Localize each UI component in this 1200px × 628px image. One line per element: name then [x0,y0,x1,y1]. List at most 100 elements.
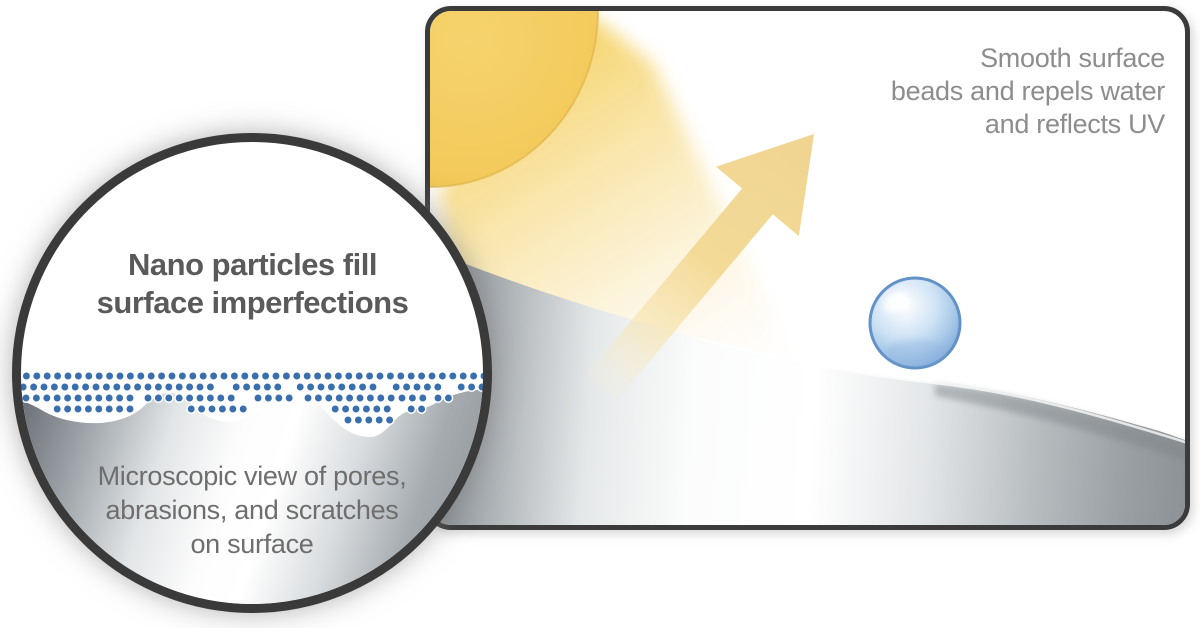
nano-particle-dot [354,371,365,381]
nano-particle-dot [21,382,29,392]
nano-particle-dot [39,382,49,392]
nano-particle-dot [186,404,197,414]
nano-particle-dot [207,404,217,414]
nano-particle-dot [70,382,81,392]
nano-particle-dot [368,382,378,392]
nano-particle-dot [184,393,195,403]
nano-particle-dot [412,382,422,392]
nano-particle-dot [351,404,361,414]
nano-particle-dot [226,393,237,403]
nano-particle-dot [260,371,271,381]
nano-particle-dot [122,382,133,392]
nano-particle-dot [417,393,428,403]
nano-particle-dot [384,415,395,425]
nano-particle-dot [343,415,353,425]
nano-particle-dot [143,393,153,403]
nano-particle-dot [291,371,302,381]
rough-surface-shape [21,389,483,604]
nano-particle-dot [41,393,52,403]
nano-particle-dot [217,404,228,414]
nano-particle-dot [125,371,136,381]
nano-particle-dot [479,371,483,381]
nano-particle-dot [397,393,407,403]
nano-particle-dot [323,371,333,381]
nano-particle-dot [63,371,73,381]
microscopic-view-label-line1: Microscopic view of pores, [97,461,407,491]
nano-particle-dot [163,393,174,403]
nano-particle-dot [177,371,188,381]
nano-particle-dot [146,371,157,381]
nano-particle-dot [229,371,240,381]
nano-particle-dot [115,371,125,381]
nano-particle-dot [174,393,185,403]
nano-particle-dot [28,382,39,392]
nano-particle-dot [416,404,427,414]
nano-particle-dot [94,371,105,381]
nano-particles-label: Nano particles fill surface imperfection… [60,246,445,322]
nano-particle-dot [167,371,177,381]
nano-particle-dot [468,371,479,381]
nano-particle-dot [374,415,385,425]
card-illustration [430,11,1185,525]
nano-particle-dot [477,382,483,392]
nano-particle-dot [340,404,351,414]
nano-particle-dot [365,393,376,403]
nano-particle-dot [330,404,341,414]
nano-particle-dot [443,393,454,403]
nano-particle-dot [326,382,337,392]
nano-particle-dot [205,382,216,392]
nano-particle-dot [466,382,477,392]
nano-particle-dot [281,371,292,381]
nano-particle-dot [336,382,347,392]
nano-particle-dot [357,382,368,392]
nano-particle-dot [401,382,412,392]
nano-particle-dot [344,393,355,403]
nano-particle-dot [250,371,261,381]
nano-particle-dot [284,393,295,403]
nano-particles-label-line2: surface imperfections [96,285,409,320]
nano-particle-dot [31,393,42,403]
nano-particle-dot [386,393,397,403]
nano-particle-dot [215,393,226,403]
nano-particle-dot [114,393,125,403]
nano-particle-dot [361,404,372,414]
nano-particle-dot [432,382,443,392]
water-bead-icon [868,276,962,370]
nano-particle-dot [101,382,112,392]
smooth-surface-label-line3: and reflects UV [984,109,1165,139]
nano-particle-dot [205,393,216,403]
nano-particle-dot [184,382,195,392]
nano-particle-dot [305,382,316,392]
nano-particle-dot [174,382,185,392]
nano-particle-dot [353,415,364,425]
nano-particle-dot [312,371,323,381]
nano-particle-dot [333,371,344,381]
nano-particle-dot [198,371,209,381]
nano-particle-dot [343,371,354,381]
surface-edge-shadow [935,384,1185,461]
nano-particle-dot [62,404,73,414]
nano-particle-dot [195,393,205,403]
nano-particle-dot [238,404,249,414]
nano-particle-dot [375,371,385,381]
nano-particle-dot [364,371,375,381]
nano-particle-dot [83,371,94,381]
nano-particle-dot [91,382,101,392]
nano-particle-dot [187,371,198,381]
nano-particle-dot [241,382,252,392]
nano-particle-dot [104,393,115,403]
nano-particle-dot [59,382,70,392]
nano-particle-dot [80,382,91,392]
nano-particle-dot [49,382,60,392]
nano-particle-dot [313,393,324,403]
nano-particle-dot [391,382,402,392]
nano-particle-dot [323,393,334,403]
nano-particle-dot [427,371,437,381]
nano-particle-dot [271,371,281,381]
nano-particle-dot [62,393,73,403]
nano-particle-dot [231,382,242,392]
magnifier-illustration [21,371,483,604]
nano-particle-dot [52,393,63,403]
nano-particle-dot [42,371,53,381]
